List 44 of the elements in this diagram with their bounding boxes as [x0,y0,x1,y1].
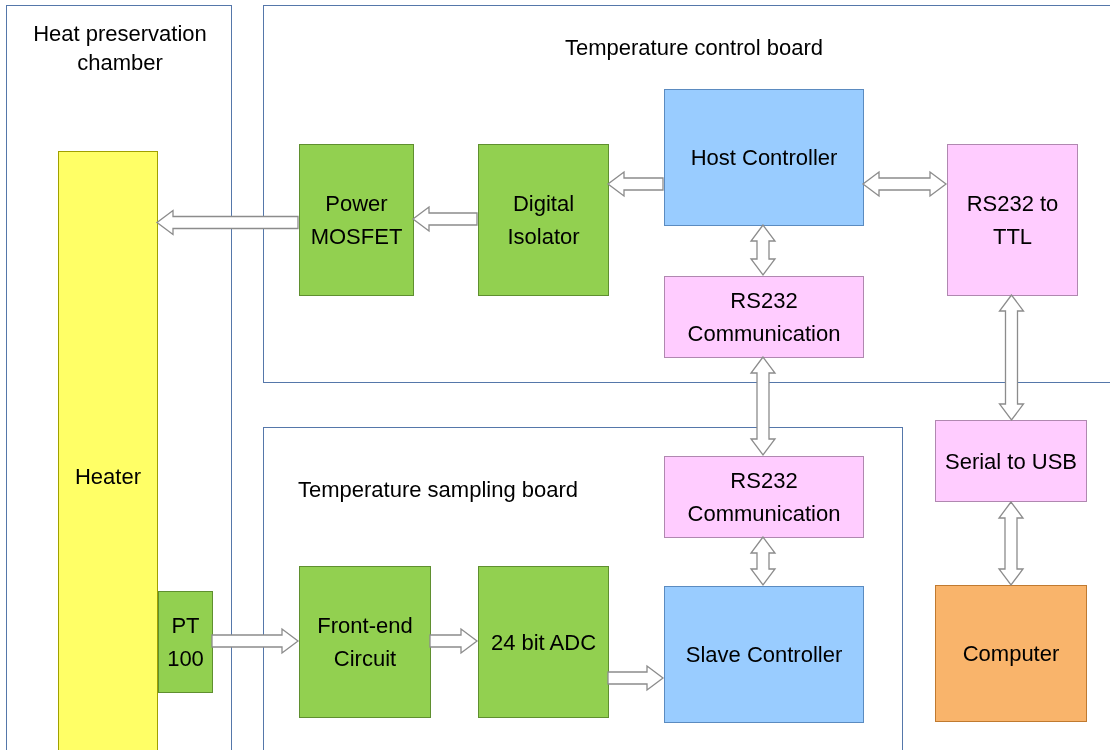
board-frame [263,427,903,750]
block-arrow [861,170,948,198]
module-block [664,89,864,226]
module-block [664,276,864,358]
block-arrow [411,205,478,233]
module-block [947,144,1078,296]
block-arrow [606,170,664,198]
board-frame [263,5,1110,383]
module-label: Digital Isolator [506,190,581,251]
module-label: Front-end Circuit [316,612,414,673]
block-arrow [998,293,1025,422]
block-arrow [749,223,777,277]
module-block [664,586,864,723]
block-arrow [429,627,479,655]
frame-title: Temperature sampling board [298,476,580,504]
module-label: PT 100 [166,612,205,673]
module-block [58,151,158,750]
module-block [664,456,864,538]
block-arrow [155,209,299,236]
module-label: RS232 Communication [686,467,842,528]
module-label: Heater [74,462,141,491]
block-arrow [211,627,300,655]
module-block [935,420,1087,502]
module-block [158,591,213,693]
module-block [299,566,431,718]
module-label: RS232 to TTL [965,190,1060,251]
module-label: 24 bit ADC [490,628,597,657]
module-label: Slave Controller [685,641,843,669]
block-arrow [607,664,665,692]
module-label: Serial to USB [944,447,1078,476]
module-block [935,585,1087,722]
module-label: Computer [962,640,1060,668]
block-arrow [997,500,1025,587]
frame-title: Heat preservation chamber [32,20,208,77]
module-block [478,144,609,296]
block-arrow [749,535,777,587]
module-label: Host Controller [690,144,838,172]
module-block [299,144,414,296]
module-block [478,566,609,718]
board-frame [6,5,232,750]
frame-title: Temperature control board [564,34,824,62]
module-label: RS232 Communication [686,287,842,348]
block-arrow [749,355,777,457]
module-label: Power MOSFET [309,190,404,251]
